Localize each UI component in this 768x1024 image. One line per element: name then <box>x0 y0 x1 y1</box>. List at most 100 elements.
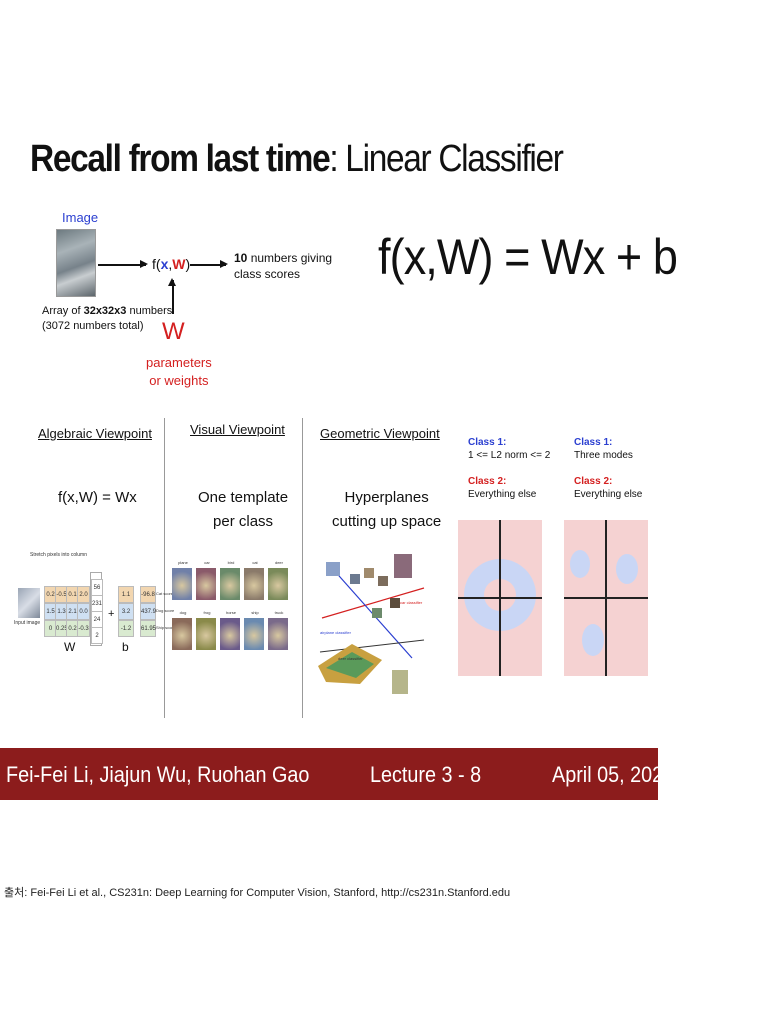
arrow-to-scores <box>190 261 228 267</box>
sample-thumb <box>378 576 388 586</box>
input-cell: 231 <box>91 595 103 612</box>
score-cell: 61.95 <box>140 620 156 637</box>
class-template-cat <box>244 568 264 600</box>
case2-class1-label: Class 1: <box>574 437 613 448</box>
class-template-ship <box>244 618 264 650</box>
case2-class2-desc: Everything else <box>574 489 643 500</box>
class-template-deer <box>268 568 288 600</box>
template-label: horse <box>225 610 236 615</box>
input-cell: 24 <box>91 611 103 628</box>
surface-plot <box>326 652 374 678</box>
bias-cell: -1.2 <box>118 620 134 637</box>
case1-class2-label: Class 2: <box>468 476 507 487</box>
visual-line1: One template <box>198 489 289 506</box>
array-prefix: Array of <box>42 305 84 317</box>
hyperplane-line <box>319 639 425 653</box>
arrow-to-function <box>98 261 148 267</box>
stretch-label: Stretch pixels into column <box>30 552 87 558</box>
array-bold: 32x32x3 <box>83 305 127 317</box>
sample-thumb <box>372 608 382 618</box>
template-label: plane <box>178 560 188 565</box>
classifier-label: deer classifier <box>338 656 363 661</box>
footer-date: April 05, 2022 <box>552 762 675 787</box>
title-rest: : Linear Classifier <box>329 138 564 180</box>
sample-thumb <box>394 554 412 578</box>
slide-title: Recall from last time: Linear Classifier <box>30 138 564 181</box>
weight-cell: 0 <box>44 620 57 637</box>
scores-bold: 10 <box>234 251 248 265</box>
visual-line2: per class <box>213 513 274 530</box>
template-label: car <box>204 560 210 565</box>
visual-heading: Visual Viewpoint <box>190 422 285 437</box>
sample-thumb <box>390 598 400 608</box>
arrow-up-weights <box>169 278 175 314</box>
plus-sign: + <box>108 608 115 620</box>
template-label: bird <box>227 560 235 565</box>
linear-formula: f(x,W) = Wx + b <box>378 229 678 285</box>
sample-thumb <box>392 670 408 694</box>
score-label: Dog score <box>156 608 175 613</box>
classifier-label: car classifier <box>400 600 423 605</box>
template-label: dog <box>179 610 187 615</box>
score-cell: 437.9 <box>140 603 156 620</box>
visual-text: One template per class <box>198 486 288 534</box>
input-image-label: Input image <box>14 620 41 626</box>
source-citation: 출처: Fei-Fei Li et al., CS231n: Deep Lear… <box>4 887 511 899</box>
algebraic-heading: Algebraic Viewpoint <box>38 426 152 441</box>
class-template-horse <box>220 618 240 650</box>
geometric-line1: Hyperplanes <box>344 489 429 506</box>
array-suffix: numbers <box>126 305 173 317</box>
weight-cell: 2.0 <box>77 586 90 603</box>
footer-authors: Fei-Fei Li, Jiajun Wu, Ruohan Gao <box>6 762 310 787</box>
case1-class1-desc: 1 <= L2 norm <= 2 <box>468 450 551 461</box>
scores-line2: class scores <box>234 267 301 281</box>
class-template-bird <box>220 568 240 600</box>
sample-thumb <box>350 574 360 584</box>
template-label: frog <box>203 610 211 615</box>
function-label: f(x,W) <box>152 256 190 272</box>
mode-blob <box>570 550 590 578</box>
template-label: deer <box>274 560 283 565</box>
array-text: Array of 32x32x3 numbers (3072 numbers to… <box>42 304 172 334</box>
footer-lecture: Lecture 3 - 8 <box>370 762 482 787</box>
bias-cell: 1.1 <box>118 586 134 603</box>
algebraic-formula: f(x,W) = Wx <box>58 489 137 506</box>
case2-class1-desc: Three modes <box>574 450 633 461</box>
weights-symbol: W <box>162 318 185 345</box>
scores-line1: numbers giving <box>247 251 333 265</box>
class-template-dog <box>172 618 192 650</box>
bias-cell: 3.2 <box>118 603 134 620</box>
matrix-label-w: W <box>64 640 76 654</box>
class-template-frog <box>196 618 216 650</box>
bias-label-b: b <box>122 640 129 654</box>
class-template-car <box>196 568 216 600</box>
score-label: Ship score <box>156 625 175 630</box>
case1-panel <box>458 520 542 676</box>
score-label: Cat score <box>156 591 174 596</box>
template-label: cat <box>252 560 258 565</box>
hyperplane-line <box>321 587 425 619</box>
input-cell: 2 <box>91 627 103 644</box>
class-scores-text: 10 numbers giving class scores <box>234 250 332 282</box>
hyperplanes-plot: car classifier airplane classifier deer … <box>318 554 425 694</box>
params-line2: or weights <box>149 373 209 388</box>
mode-blob <box>582 624 604 656</box>
input-cell: 56 <box>91 579 103 596</box>
weight-cell: -0.3 <box>77 620 90 637</box>
case1-class2-desc: Everything else <box>468 489 537 500</box>
image-label: Image <box>62 210 99 225</box>
score-cell: -96.8 <box>140 586 156 603</box>
fxw-x: x <box>160 256 169 272</box>
array-line2: (3072 numbers total) <box>42 320 144 332</box>
class-template-truck <box>268 618 288 650</box>
weight-cell: 0.0 <box>77 603 90 620</box>
fxw-w: W <box>172 256 186 272</box>
cat-image <box>56 229 96 297</box>
